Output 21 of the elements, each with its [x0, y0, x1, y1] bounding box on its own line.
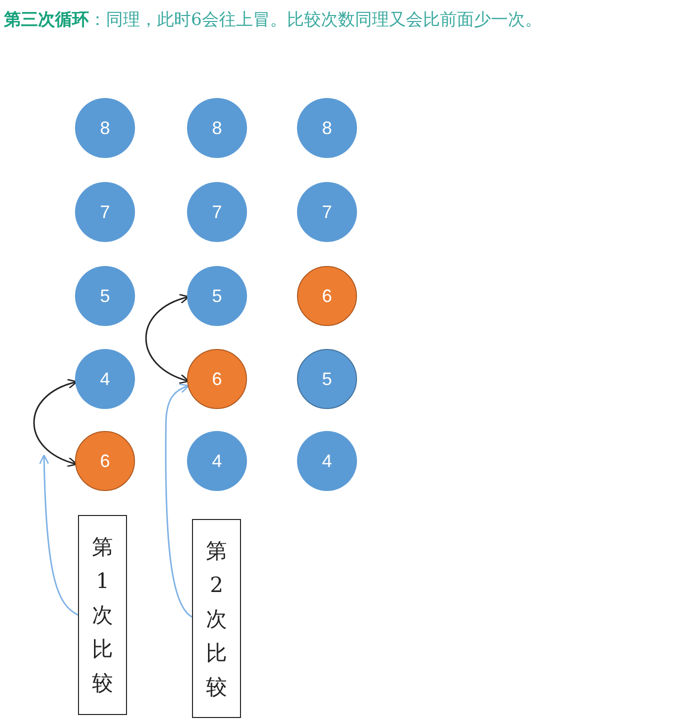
title: 第三次循环：同理，此时6会往上冒。比较次数同理又会比前面少一次。 — [4, 9, 542, 31]
number-circle: 8 — [297, 98, 357, 158]
highlighted-circle: 6 — [75, 431, 135, 491]
label-box: 第1次比较 — [78, 515, 127, 715]
leader-arrow — [39, 454, 78, 616]
number-circle: 4 — [297, 431, 357, 491]
highlighted-circle: 6 — [187, 349, 247, 409]
highlighted-circle: 6 — [297, 266, 357, 326]
leader-arrow — [165, 384, 192, 618]
number-circle: 7 — [75, 182, 135, 242]
number-circle: 7 — [297, 182, 357, 242]
number-circle: 4 — [187, 431, 247, 491]
number-circle: 4 — [75, 349, 135, 409]
number-circle: 7 — [187, 182, 247, 242]
number-circle: 5 — [75, 266, 135, 326]
swap-arrow — [33, 380, 78, 466]
label-box: 第2次比较 — [192, 519, 241, 718]
number-circle: 5 — [187, 266, 247, 326]
number-circle: 8 — [75, 98, 135, 158]
number-circle: 8 — [187, 98, 247, 158]
number-circle: 5 — [297, 349, 357, 409]
